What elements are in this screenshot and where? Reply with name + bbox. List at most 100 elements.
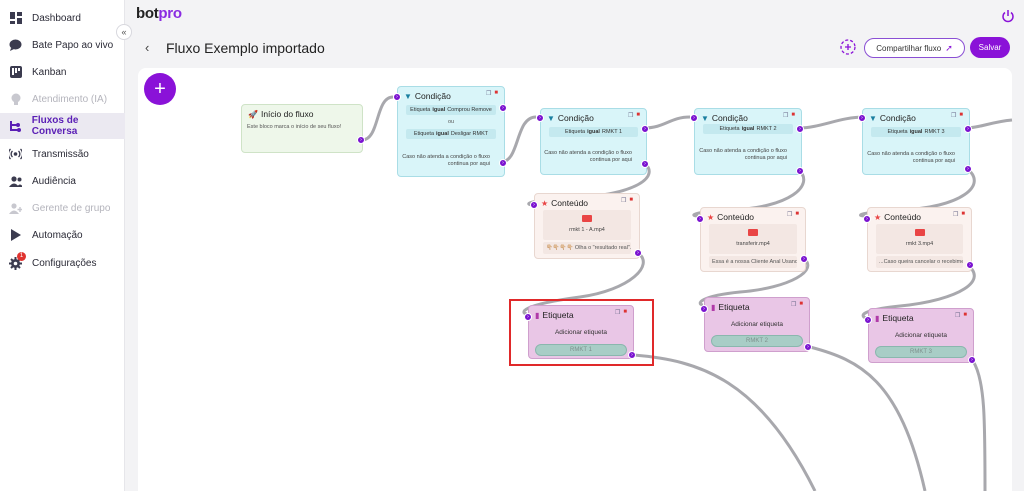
output-port[interactable]: › xyxy=(499,104,507,112)
app-logo[interactable]: botpro xyxy=(136,5,182,22)
node-content-1[interactable]: ★Conteúdo ❐■ rmkt 1 - A.mp4 👇🏼👇🏼👇🏼👇🏼 Olh… xyxy=(530,193,642,259)
sidebar-item-atendimento-ia[interactable]: Atendimento (IA) xyxy=(0,86,125,112)
delete-icon[interactable]: ■ xyxy=(963,312,967,318)
delete-icon[interactable]: ■ xyxy=(791,112,795,118)
node-content-3[interactable]: ★Conteúdo ❐■ rmkt 3.mp4 ...Caso queira c… xyxy=(863,207,974,272)
back-button[interactable]: ‹ xyxy=(145,40,150,55)
input-port[interactable]: › xyxy=(858,114,866,122)
input-port[interactable]: › xyxy=(524,313,532,321)
output-port[interactable]: › xyxy=(800,255,808,263)
node-title: ▮Etiqueta xyxy=(535,310,574,320)
duplicate-icon[interactable]: ❐ xyxy=(627,113,634,119)
delete-icon[interactable]: ■ xyxy=(799,301,803,307)
share-flow-button[interactable]: Compartilhar fluxo➚ xyxy=(864,38,965,58)
sidebar-item-dashboard[interactable]: Dashboard xyxy=(0,5,125,31)
duplicate-icon[interactable]: ❐ xyxy=(620,198,627,204)
node-title: ★Conteúdo xyxy=(541,198,588,208)
node-tools: ❐■ xyxy=(621,197,633,204)
node-tools: ❐■ xyxy=(953,211,965,218)
duplicate-icon[interactable]: ❐ xyxy=(790,302,797,308)
sidebar-item-automacao[interactable]: Automação xyxy=(0,222,125,248)
node-tag-3[interactable]: ▮Etiqueta ❐■ Adicionar etiqueta RMKT 3 ›… xyxy=(864,308,976,364)
else-port[interactable]: › xyxy=(964,165,972,173)
bookmark-icon: ▮ xyxy=(875,313,880,323)
node-desc: Este bloco marca o início de seu fluxo! xyxy=(247,124,342,130)
output-port[interactable]: › xyxy=(796,125,804,133)
node-start[interactable]: 🚀Início do fluxo Este bloco marca o iníc… xyxy=(241,104,365,153)
output-port[interactable]: › xyxy=(968,356,976,364)
tag-value[interactable]: RMKT 1 xyxy=(535,344,627,356)
video-camera-icon xyxy=(914,229,925,236)
input-port[interactable]: › xyxy=(864,316,872,324)
output-port[interactable]: › xyxy=(964,125,972,133)
else-line: continua por aqui xyxy=(447,161,490,168)
else-port[interactable]: › xyxy=(796,167,804,175)
sidebar-item-gerente-de-grupo[interactable]: Gerente de grupo xyxy=(0,195,125,221)
output-port[interactable]: › xyxy=(628,351,636,359)
duplicate-icon[interactable]: ❐ xyxy=(782,113,789,119)
duplicate-icon[interactable]: ❐ xyxy=(485,91,492,97)
node-title-text: Condição xyxy=(414,91,451,101)
tag-value[interactable]: RMKT 2 xyxy=(711,335,803,347)
delete-icon[interactable]: ■ xyxy=(959,112,963,118)
delete-icon[interactable]: ■ xyxy=(961,211,965,217)
gear-icon: 1 xyxy=(9,251,26,270)
duplicate-icon[interactable]: ❐ xyxy=(954,313,961,319)
output-port[interactable]: › xyxy=(966,261,974,269)
sidebar-item-fluxos-de-conversa[interactable]: Fluxos de Conversa xyxy=(0,113,125,139)
delete-icon[interactable]: ■ xyxy=(494,90,498,96)
rule-field: Etiqueta xyxy=(887,129,908,135)
delete-icon[interactable]: ■ xyxy=(636,112,640,118)
delete-icon[interactable]: ■ xyxy=(623,309,627,315)
node-title-text: Conteúdo xyxy=(884,212,922,222)
sidebar-item-audiencia[interactable]: Audiência xyxy=(0,168,125,194)
output-port[interactable]: › xyxy=(641,125,649,133)
duplicate-icon[interactable]: ❐ xyxy=(614,310,621,316)
input-port[interactable]: › xyxy=(690,114,698,122)
add-block-button[interactable]: + xyxy=(144,73,176,105)
node-title: ★Conteúdo xyxy=(707,212,754,222)
sidebar-item-transmissao[interactable]: Transmissão xyxy=(0,141,125,167)
input-port[interactable]: › xyxy=(863,215,871,223)
tag-action: Adicionar etiqueta xyxy=(554,329,608,336)
sidebar-item-bate-papo[interactable]: Bate Papo ao vivo xyxy=(0,32,125,58)
collapse-sidebar-button[interactable]: « xyxy=(116,24,132,40)
rocket-icon: 🚀 xyxy=(248,109,258,119)
input-port[interactable]: › xyxy=(393,93,401,101)
duplicate-icon[interactable]: ❐ xyxy=(952,212,959,218)
delete-icon[interactable]: ■ xyxy=(629,197,633,203)
chat-icon xyxy=(9,39,22,52)
node-tag-2[interactable]: ▮Etiqueta ❐■ Adicionar etiqueta RMKT 2 ›… xyxy=(700,297,812,352)
sidebar-item-label: Gerente de grupo xyxy=(32,202,111,214)
file-name: rmkt 3.mp4 xyxy=(905,241,934,247)
share-link-icon[interactable] xyxy=(840,39,856,55)
output-port[interactable]: › xyxy=(634,249,642,257)
else-port[interactable]: › xyxy=(641,160,649,168)
play-icon xyxy=(9,229,22,242)
duplicate-icon[interactable]: ❐ xyxy=(786,212,793,218)
output-port[interactable]: › xyxy=(804,343,812,351)
input-port[interactable]: › xyxy=(700,305,708,313)
input-port[interactable]: › xyxy=(530,201,538,209)
power-icon[interactable] xyxy=(1001,9,1015,23)
output-port[interactable]: › xyxy=(357,136,365,144)
filter-icon: ▼ xyxy=(404,91,412,101)
duplicate-icon[interactable]: ❐ xyxy=(950,113,957,119)
sidebar-item-kanban[interactable]: Kanban xyxy=(0,59,125,85)
logo-accent: pro xyxy=(158,5,182,22)
input-port[interactable]: › xyxy=(536,114,544,122)
else-port[interactable]: › xyxy=(499,159,507,167)
delete-icon[interactable]: ■ xyxy=(795,211,799,217)
node-tag-1[interactable]: ▮Etiqueta ❐■ Adicionar etiqueta RMKT 1 ›… xyxy=(524,305,636,359)
tag-value[interactable]: RMKT 3 xyxy=(875,346,967,358)
node-content-2[interactable]: ★Conteúdo ❐■ transferir.mp4 Essa é a nos… xyxy=(696,207,808,272)
save-button[interactable]: Salvar xyxy=(970,37,1010,58)
sidebar-item-configuracoes[interactable]: 1 Configurações xyxy=(0,250,125,276)
input-port[interactable]: › xyxy=(696,215,704,223)
